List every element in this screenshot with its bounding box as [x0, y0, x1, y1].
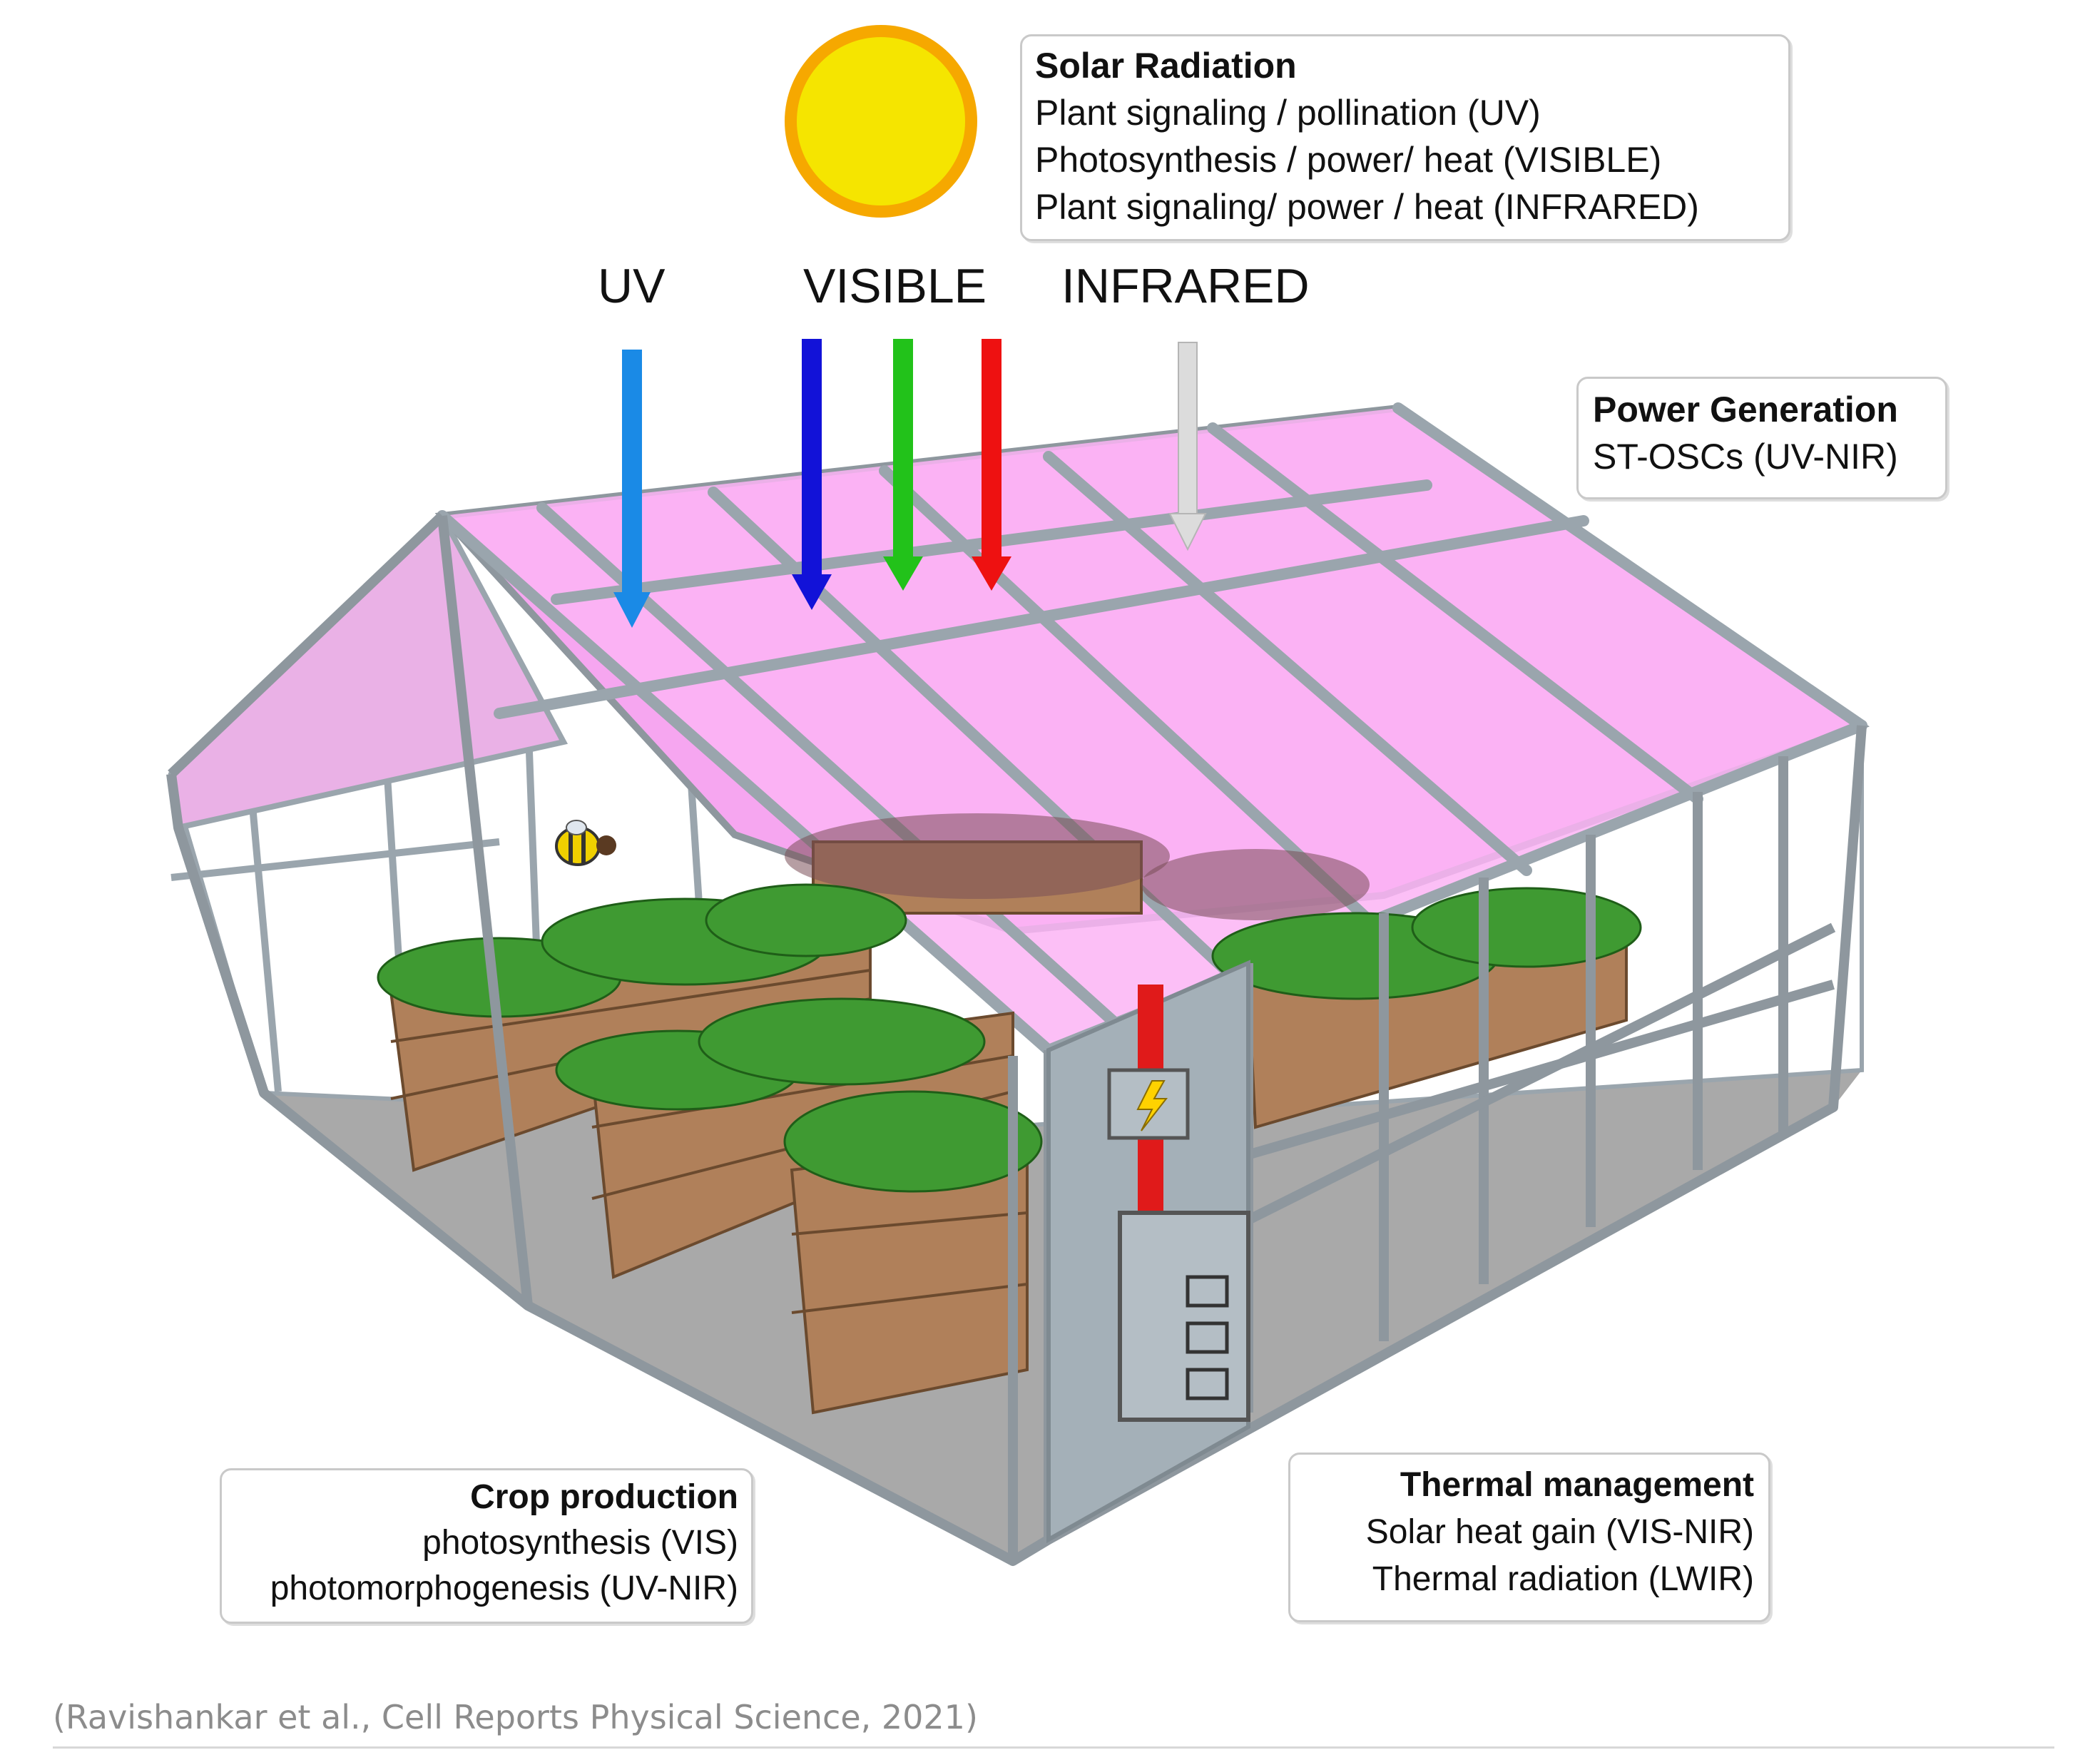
citation-caption: (Ravishankar et al., Cell Reports Physic… [53, 1698, 978, 1736]
red-visible-arrow [972, 339, 1011, 591]
control-cabinet-icon [1118, 1211, 1250, 1422]
sun-icon [785, 25, 977, 218]
bee-icon [555, 820, 616, 866]
solar-radiation-line: Plant signaling/ power / heat (INFRARED) [1035, 187, 1699, 227]
uv-band-label: UV [598, 259, 666, 313]
infrared-arrow [1168, 342, 1207, 551]
solar-radiation-line: Photosynthesis / power/ heat (VISIBLE) [1035, 140, 1662, 180]
power-generation-line: ST-OSCs (UV-NIR) [1593, 437, 1898, 477]
power-generation-title: Power Generation [1593, 390, 1898, 429]
power-generation-callout: Power Generation ST-OSCs (UV-NIR) [1576, 377, 1947, 499]
uv-arrow [613, 350, 651, 628]
blue-visible-arrow [792, 339, 832, 610]
crop-production-line: photomorphogenesis (UV-NIR) [270, 1570, 738, 1607]
solar-radiation-line: Plant signaling / pollination (UV) [1035, 93, 1541, 133]
lightning-icon [1107, 1068, 1190, 1140]
caption-divider [53, 1746, 2054, 1749]
thermal-management-callout: Thermal management Solar heat gain (VIS-… [1288, 1453, 1770, 1622]
green-visible-arrow [883, 339, 923, 591]
thermal-management-line: Solar heat gain (VIS-NIR) [1365, 1513, 1754, 1551]
crop-production-line: photosynthesis (VIS) [422, 1524, 738, 1562]
back-planters [785, 813, 1370, 920]
crop-production-title: Crop production [470, 1478, 738, 1516]
infrared-band-label: INFRARED [1061, 259, 1310, 313]
thermal-management-title: Thermal management [1400, 1466, 1754, 1504]
thermal-management-line: Thermal radiation (LWIR) [1372, 1560, 1754, 1598]
crop-plants [377, 883, 1642, 1193]
solar-radiation-callout: Solar Radiation Plant signaling / pollin… [1020, 34, 1790, 241]
crop-production-callout: Crop production photosynthesis (VIS) pho… [220, 1468, 753, 1624]
visible-band-label: VISIBLE [803, 259, 987, 313]
solar-radiation-title: Solar Radiation [1035, 46, 1297, 86]
